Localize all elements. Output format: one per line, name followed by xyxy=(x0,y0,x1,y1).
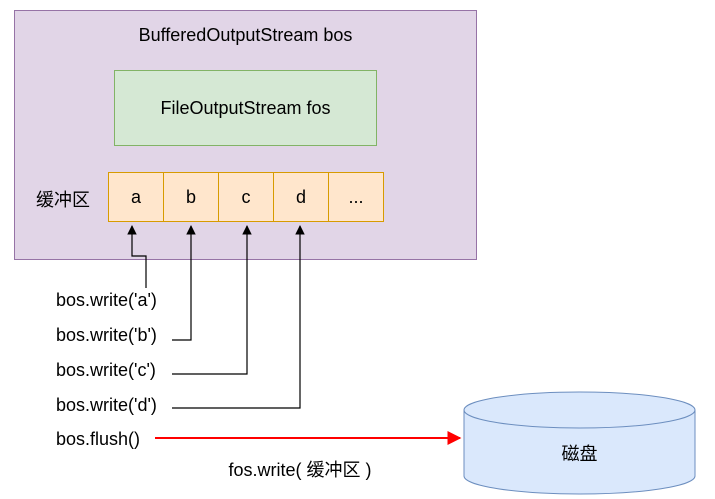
buffer-cell-more: ... xyxy=(328,172,384,222)
disk-label: 磁盘 xyxy=(561,444,598,464)
write-d-arrow xyxy=(172,225,305,409)
write-a-arrow xyxy=(127,225,147,288)
call-flush: bos.flush() xyxy=(56,429,141,449)
call-write-d: bos.write('d') xyxy=(56,395,157,415)
flush-action-label: fos.write( 缓冲区 ) xyxy=(228,460,372,480)
write-b-arrow xyxy=(172,225,196,341)
buffer-label: 缓冲区 xyxy=(36,190,90,210)
file-output-stream-label: FileOutputStream fos xyxy=(160,97,331,118)
call-write-a: bos.write('a') xyxy=(56,290,157,310)
file-output-stream-box: FileOutputStream fos xyxy=(114,70,377,146)
buffer-cell-a: a xyxy=(108,172,164,222)
buffered-output-stream-label: BufferedOutputStream bos xyxy=(138,25,353,45)
disk-cylinder xyxy=(463,391,696,495)
write-c-arrow xyxy=(172,225,252,375)
buffer-cell-c: c xyxy=(218,172,274,222)
call-write-c: bos.write('c') xyxy=(56,360,156,380)
call-write-b: bos.write('b') xyxy=(56,325,157,345)
buffer-cell-d: d xyxy=(273,172,329,222)
